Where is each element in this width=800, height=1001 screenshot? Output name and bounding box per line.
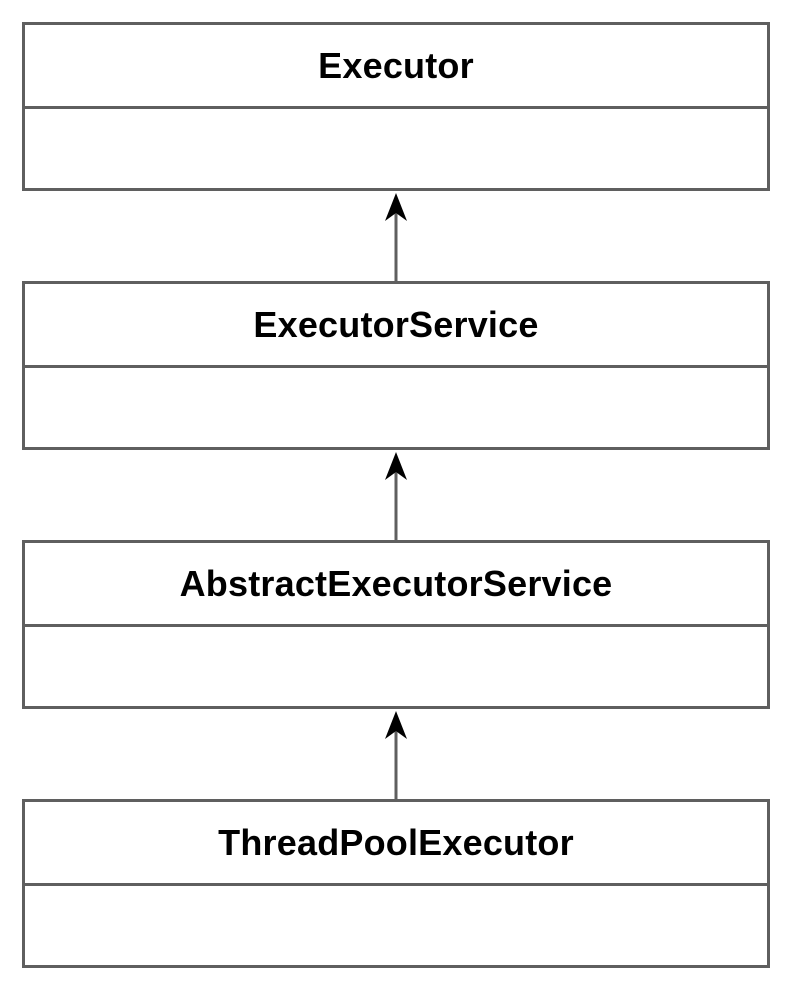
inheritance-arrow xyxy=(385,711,407,799)
class-box-thread-pool-executor: ThreadPoolExecutor xyxy=(22,799,770,968)
class-box-executor-service: ExecutorService xyxy=(22,281,770,450)
class-box-abstract-executor-service: AbstractExecutorService xyxy=(22,540,770,709)
class-name: ExecutorService xyxy=(25,284,767,368)
class-name: ThreadPoolExecutor xyxy=(25,802,767,886)
inheritance-arrow xyxy=(385,452,407,540)
inheritance-arrow xyxy=(385,193,407,281)
class-name: AbstractExecutorService xyxy=(25,543,767,627)
class-box-executor: Executor xyxy=(22,22,770,191)
class-body xyxy=(25,109,767,188)
class-body xyxy=(25,368,767,447)
class-name: Executor xyxy=(25,25,767,109)
class-body xyxy=(25,886,767,965)
class-body xyxy=(25,627,767,706)
